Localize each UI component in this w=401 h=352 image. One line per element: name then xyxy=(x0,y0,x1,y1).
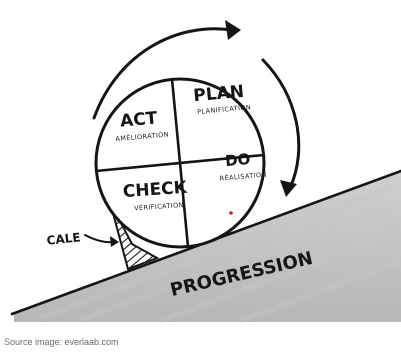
red-dot xyxy=(229,211,233,215)
check-subtitle: VÉRIFICATION xyxy=(134,200,184,212)
wheel-divider-horizontal xyxy=(95,153,265,173)
slope-texture xyxy=(38,183,401,324)
rotation-arrow-right xyxy=(261,58,301,190)
act-title: ACT xyxy=(119,108,158,131)
wedge-pointer-head-icon xyxy=(110,236,119,247)
wedge-cale xyxy=(109,201,160,271)
source-caption: Source image: everlaab.com xyxy=(4,337,119,347)
rotation-arrow-top xyxy=(92,27,234,120)
progression-slope xyxy=(14,171,401,322)
rotation-arrow-right-head-icon xyxy=(280,180,297,197)
rotation-arrow-top-head-icon xyxy=(225,20,241,40)
do-subtitle: RÉALISATION xyxy=(219,170,267,183)
pdca-wheel xyxy=(94,77,266,249)
do-title: DO xyxy=(224,150,251,170)
wedge-label: CALE xyxy=(46,230,81,247)
check-title: CHECK xyxy=(122,178,188,202)
plan-title: PLAN xyxy=(193,82,245,106)
